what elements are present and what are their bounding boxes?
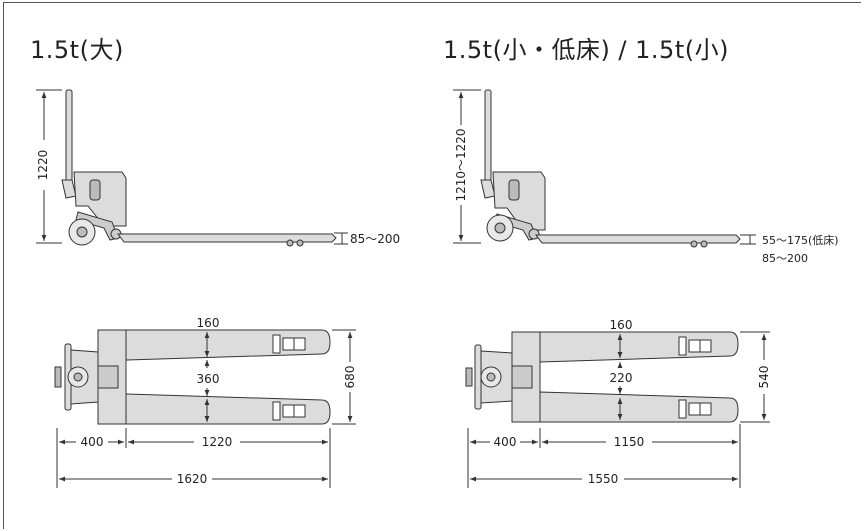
left-lift-dim [334,232,348,245]
right-lift-label-1: 55〜175(低床) [762,233,839,247]
left-handle-label: 400 [81,435,104,449]
left-top-dims [56,329,356,488]
frame-border [3,2,861,529]
right-top-dims [467,331,770,488]
right-handle-label: 400 [494,435,517,449]
right-fork-length-label: 1150 [614,435,645,449]
left-inner-label: 360 [197,372,220,386]
right-fork-width-label: 160 [610,318,633,332]
left-outer-label: 680 [343,366,357,389]
right-side-view [480,89,741,248]
right-height-label: 1210〜1220 [454,128,468,201]
left-height-label: 1220 [36,150,50,181]
right-top-view [465,331,739,423]
left-side-view [61,89,337,247]
right-lift-dim [740,234,756,245]
right-height-dim [453,89,481,244]
left-height-dim [36,89,62,244]
left-top-view [54,329,331,425]
left-fork-width-label: 160 [197,316,220,330]
left-title: 1.5t(大) [30,36,124,64]
right-total-label: 1550 [588,472,619,486]
left-lift-label: 85〜200 [350,232,400,246]
right-outer-label: 540 [757,366,771,389]
right-title: 1.5t(小・低床) / 1.5t(小) [443,36,729,64]
left-total-label: 1620 [177,472,208,486]
right-inner-label: 220 [610,371,633,385]
left-fork-length-label: 1220 [202,435,233,449]
right-lift-label-2: 85〜200 [762,252,808,265]
